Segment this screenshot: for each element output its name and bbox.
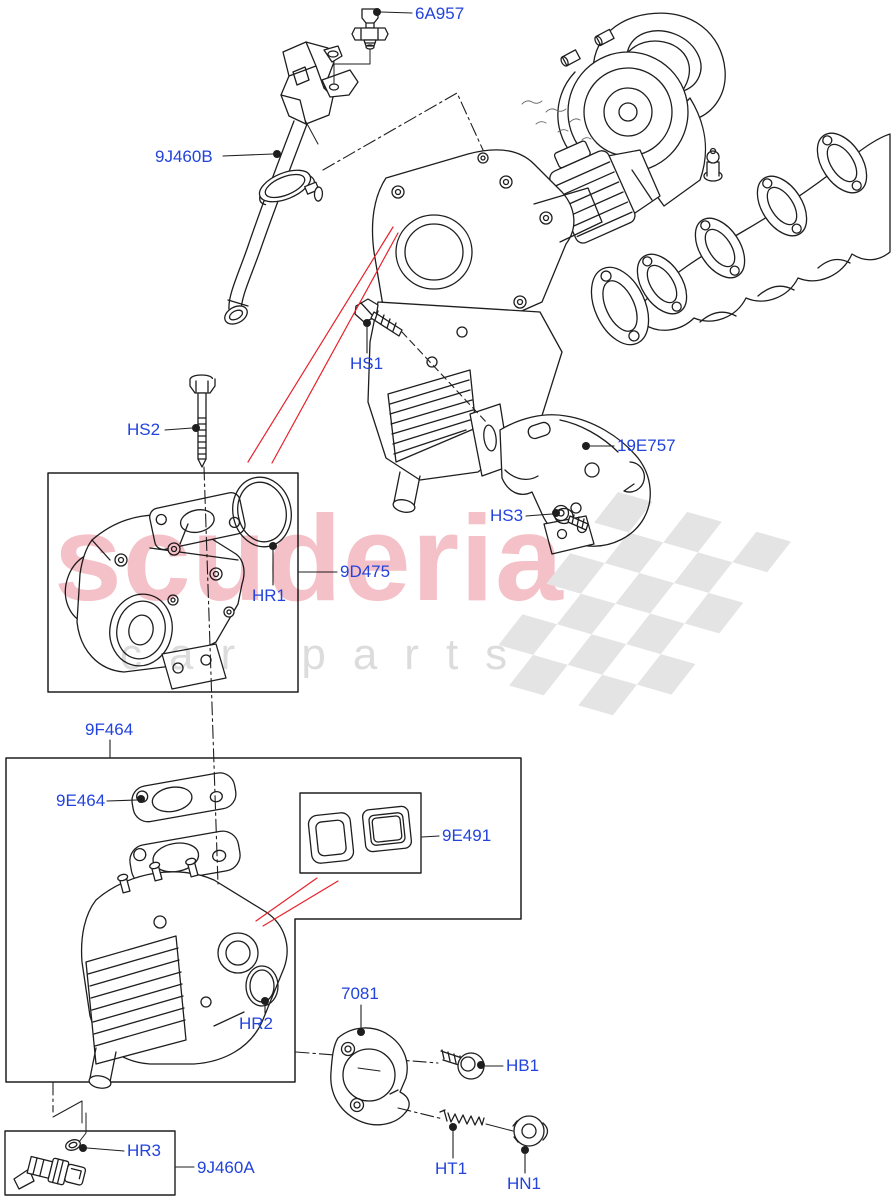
tube-clamp <box>258 169 324 206</box>
stud-HT1 <box>439 1109 514 1132</box>
part-label-HS3[interactable]: HS3 <box>490 506 524 525</box>
gaskets-9E491 <box>307 805 413 864</box>
part-label-19E757[interactable]: 19E757 <box>617 436 676 455</box>
nut-HN1 <box>512 1115 549 1147</box>
temp-sensor-9J460A <box>13 1155 87 1190</box>
bolt-HS1 <box>354 298 403 337</box>
kit-box-9F464 <box>5 757 522 1083</box>
part-label-9F464[interactable]: 9F464 <box>85 720 134 739</box>
exhaust-manifold <box>636 132 891 331</box>
part-label-9E491[interactable]: 9E491 <box>442 826 492 845</box>
casting-marks <box>521 100 592 141</box>
throttle-body-installed <box>371 149 603 339</box>
part-box-9D475 <box>47 472 299 693</box>
part-label-9J460B[interactable]: 9J460B <box>155 147 213 166</box>
sensor-feed-line <box>78 1112 87 1143</box>
bolt-axis-HS1 <box>401 331 488 424</box>
part-label-HT1[interactable]: HT1 <box>435 1159 468 1178</box>
gasket-box-9E491 <box>299 792 422 874</box>
part-label-9J460A[interactable]: 9J460A <box>197 1158 255 1177</box>
part-label-HR2[interactable]: HR2 <box>239 1014 274 1033</box>
gasket-7081 <box>330 1027 410 1126</box>
bolt-HB1 <box>440 1049 485 1080</box>
egr-tube-assembly-9J460B <box>224 41 359 325</box>
part-label-6A957[interactable]: 6A957 <box>415 4 465 23</box>
egr-cooler-part <box>80 857 288 1089</box>
part-label-HS1[interactable]: HS1 <box>350 354 384 373</box>
washer-HR3 <box>65 1139 81 1151</box>
turbo-plug <box>703 147 723 182</box>
leader-lines <box>86 11 615 1174</box>
part-label-HR1[interactable]: HR1 <box>252 586 287 605</box>
bolt-HS2 <box>189 374 216 468</box>
leader-dots <box>79 8 590 1154</box>
sensor-6A957 <box>333 8 389 84</box>
red-pointer-lines <box>247 226 399 927</box>
part-label-HN1[interactable]: HN1 <box>507 1174 542 1193</box>
assembly-axes <box>52 92 484 1120</box>
part-label-HS2[interactable]: HS2 <box>127 420 161 439</box>
part-label-9E464[interactable]: 9E464 <box>56 791 106 810</box>
part-label-7081[interactable]: 7081 <box>341 984 379 1003</box>
pointer-corner <box>52 1100 83 1124</box>
part-label-HB1[interactable]: HB1 <box>506 1056 540 1075</box>
sensor-box-9J460A <box>4 1130 176 1196</box>
main-assembly <box>367 12 891 513</box>
part-label-HR3[interactable]: HR3 <box>127 1141 162 1160</box>
egr-valve-9D475 <box>64 491 246 690</box>
part-label-9D475[interactable]: 9D475 <box>340 562 391 581</box>
